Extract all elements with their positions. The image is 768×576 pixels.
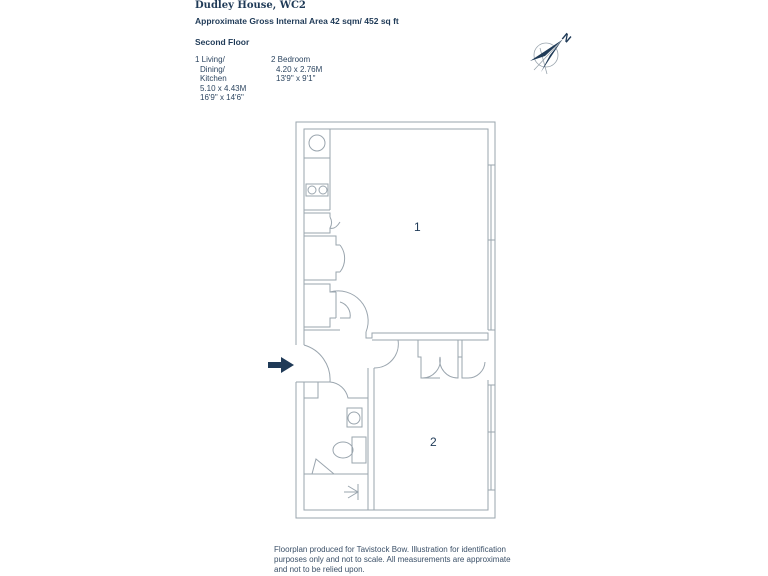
- room-2-label: 2: [430, 435, 437, 449]
- room-imperial: 16'9" x 14'6": [200, 93, 244, 102]
- floor-label: Second Floor: [195, 37, 250, 47]
- room-name: 1 Living/: [195, 55, 225, 64]
- disclaimer-line: Floorplan produced for Tavistock Bow. Il…: [274, 545, 506, 554]
- room-metric: 4.20 x 2.76M: [276, 64, 323, 74]
- room-imperial: 13'9" x 9'1": [276, 74, 316, 83]
- compass-letter: N: [559, 31, 573, 45]
- disclaimer: Floorplan produced for Tavistock Bow. Il…: [274, 545, 511, 575]
- disclaimer-line: purposes only and not to scale. All meas…: [274, 555, 511, 564]
- compass-north-icon: N: [530, 31, 573, 75]
- room-name: 2 Bedroom: [271, 55, 311, 64]
- entrance-arrow-icon: [268, 357, 294, 373]
- property-title: Dudley House, WC2: [195, 0, 306, 11]
- room-name: Kitchen: [200, 74, 227, 83]
- room-1-details: 1 Living/ Dining/ Kitchen 5.10 x 4.43M 1…: [195, 55, 246, 103]
- room-metric: 5.10 x 4.43M: [200, 83, 247, 93]
- room-name: Dining/: [200, 64, 225, 74]
- gross-internal-area: Approximate Gross Internal Area 42 sqm/ …: [195, 16, 399, 26]
- disclaimer-line: and not to be relied upon.: [274, 565, 365, 574]
- walls: [295, 121, 496, 519]
- room-1-label: 1: [414, 220, 421, 234]
- room-2-details: 2 Bedroom 4.20 x 2.76M 13'9" x 9'1": [271, 55, 322, 84]
